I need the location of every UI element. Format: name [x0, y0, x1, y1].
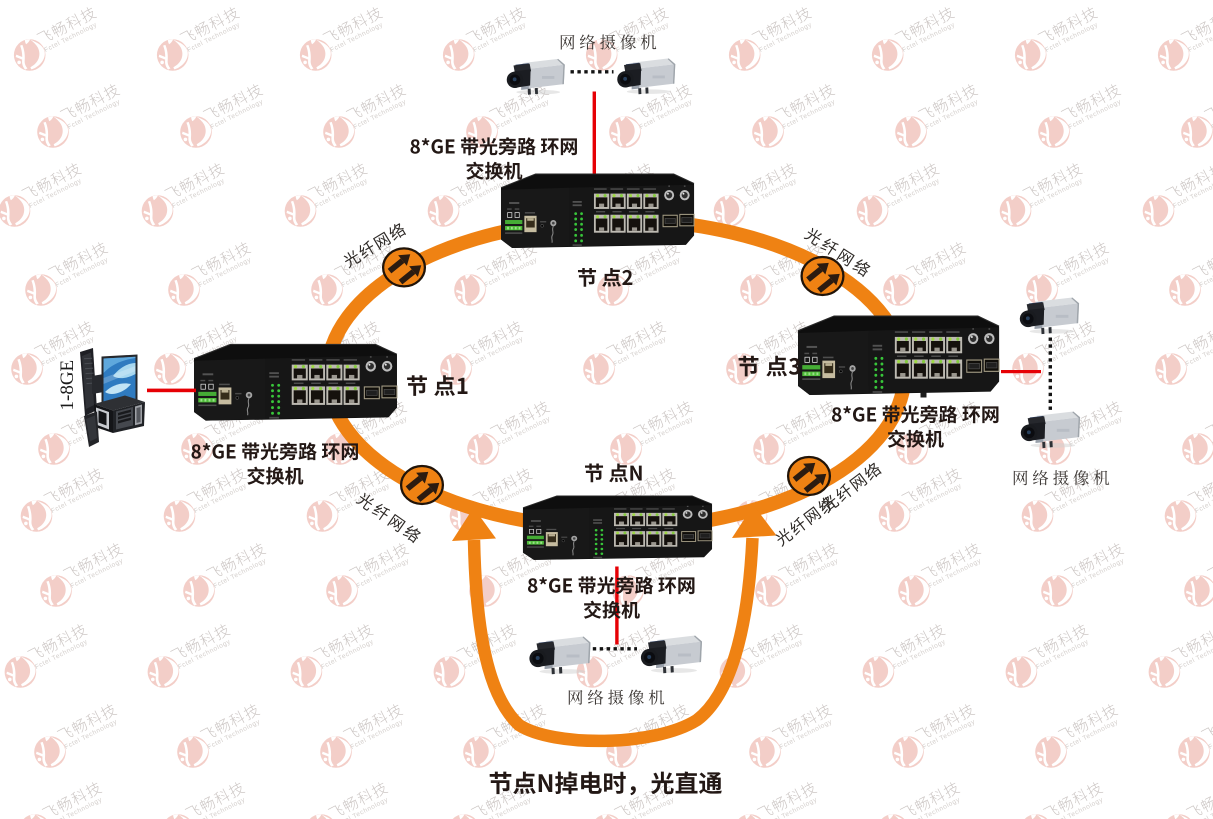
svg-text:1-8GE: 1-8GE [57, 360, 78, 411]
